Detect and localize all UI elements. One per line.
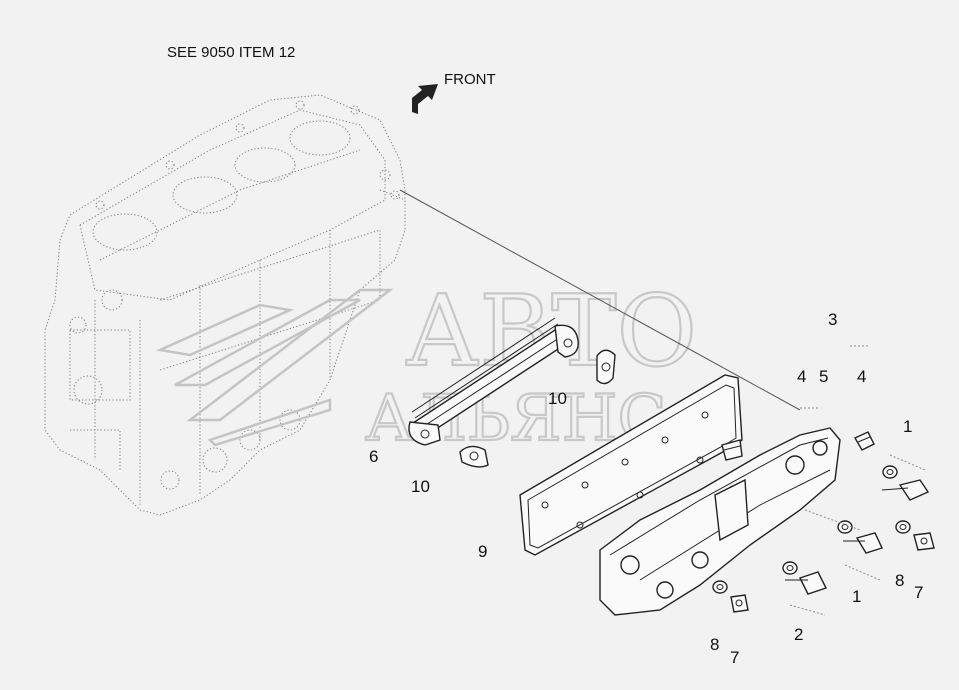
washer-upper [882, 465, 898, 479]
callout-8-bottom: 8 [710, 635, 719, 654]
oil-cooler-housing [599, 427, 841, 616]
callout-8-right: 8 [895, 571, 904, 590]
washer-low-a [782, 561, 798, 575]
bolt-mid [843, 532, 883, 554]
cooler-gasket-lower [459, 445, 489, 468]
callout-10-lower: 10 [411, 477, 430, 496]
callout-7-right: 7 [914, 583, 923, 602]
callout-4-left: 4 [797, 367, 806, 386]
nut-mid [913, 532, 935, 551]
bolt-low [785, 571, 827, 595]
callout-7-bottom: 7 [730, 648, 739, 667]
callout-9: 9 [478, 542, 487, 561]
engine-block [44, 94, 406, 516]
reference-note: SEE 9050 ITEM 12 [167, 44, 295, 61]
front-arrow-icon [412, 84, 438, 114]
bolt-upper [881, 479, 930, 501]
nut-low [730, 594, 749, 613]
washer-low-b [712, 580, 728, 594]
plug [854, 431, 875, 451]
callout-1-lower: 1 [852, 587, 861, 606]
housing-plug-left [721, 439, 743, 461]
leader-1b [844, 564, 881, 581]
front-label: FRONT [444, 71, 496, 88]
callout-5: 5 [819, 367, 828, 386]
callout-2: 2 [794, 625, 803, 644]
callout-4-right: 4 [857, 367, 866, 386]
callout-3: 3 [828, 310, 837, 329]
oil-cooler [408, 317, 579, 446]
washer-mid-b [895, 520, 911, 534]
reference-leader-line [399, 189, 801, 411]
callout-10-upper: 10 [548, 389, 567, 408]
callout-6: 6 [369, 447, 378, 466]
cooler-gasket-upper [596, 349, 616, 385]
leader-2 [789, 604, 826, 616]
leader-8a [804, 509, 861, 531]
callout-1-upper: 1 [903, 417, 912, 436]
